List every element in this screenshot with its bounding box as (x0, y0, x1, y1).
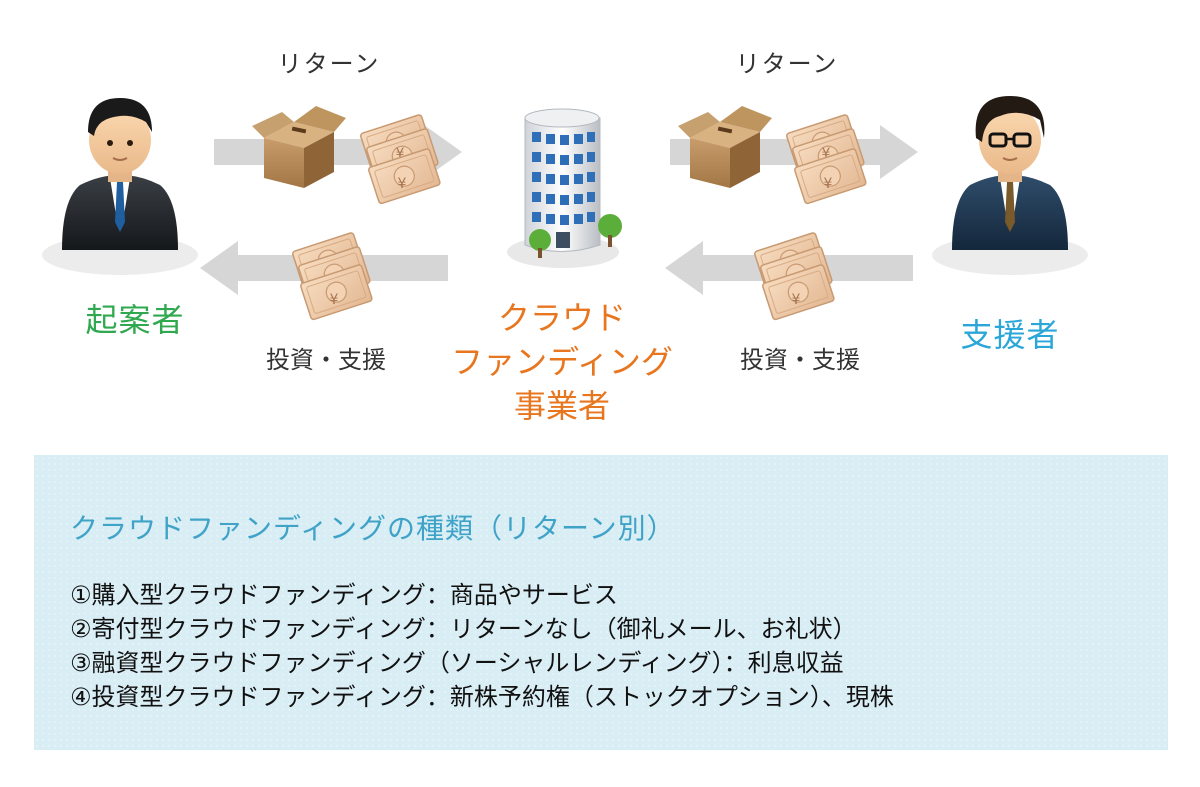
svg-text:¥: ¥ (330, 292, 339, 308)
svg-text:¥: ¥ (792, 292, 801, 308)
types-list: ①購入型クラウドファンディング：商品やサービス ②寄付型クラウドファンディング：… (70, 578, 894, 714)
svg-text:¥: ¥ (822, 146, 831, 162)
crowdfunding-types-panel: クラウドファンディングの種類（リターン別） ①購入型クラウドファンディング：商品… (34, 455, 1168, 750)
invest-label-right: 投資・支援 (740, 346, 860, 374)
center-label-line3: 事業者 (513, 387, 610, 425)
return-label-right: リターン (735, 50, 839, 78)
svg-text:¥: ¥ (398, 176, 407, 192)
svg-text:¥: ¥ (824, 176, 833, 192)
actor-label-project-owner: 起案者 (85, 301, 185, 339)
return-label-left: リターン (277, 50, 381, 78)
svg-text:¥: ¥ (396, 146, 405, 162)
supporter-with-glasses-icon (932, 96, 1088, 275)
actor-label-supporter: 支援者 (960, 316, 1060, 354)
list-item: ④投資型クラウドファンディング：新株予約権（ストックオプション）、現株 (70, 683, 894, 711)
list-item: ③融資型クラウドファンディング（ソーシャルレンディング）：利息収益 (70, 649, 844, 677)
list-item: ②寄付型クラウドファンディング：リターンなし（御礼メール、お礼状） (70, 615, 857, 643)
cardboard-box-icon (678, 106, 772, 188)
list-item: ①購入型クラウドファンディング：商品やサービス (70, 581, 618, 609)
invest-label-left: 投資・支援 (266, 346, 386, 374)
center-label-line2: ファンディング (451, 343, 673, 381)
cardboard-box-icon (252, 106, 346, 188)
center-label-crowdfunding-operator: クラウド ファンディング 事業者 (432, 296, 692, 428)
yen-banknotes-icon: ¥ ¥ (785, 113, 868, 205)
crowdfunding-flow-diagram: ¥ ¥ ¥ ¥ ¥ ¥ (42, 96, 1088, 321)
office-building-icon (507, 108, 622, 268)
panel-title: クラウドファンディングの種類（リターン別） (70, 512, 676, 545)
yen-banknotes-icon: ¥ ¥ (359, 113, 442, 205)
center-label-line1: クラウド (497, 299, 626, 337)
yen-banknotes-icon: ¥ (291, 231, 374, 321)
yen-banknotes-icon: ¥ (753, 231, 836, 321)
businessman-icon (42, 98, 198, 275)
